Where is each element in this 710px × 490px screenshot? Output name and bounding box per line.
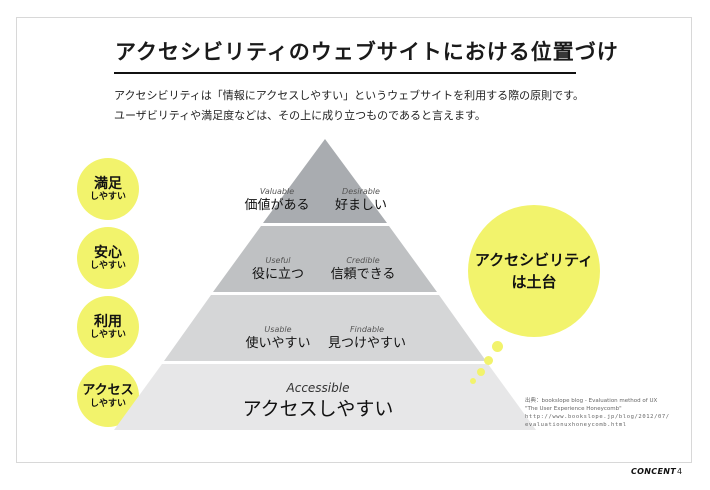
label-valuable: Valuable 価値がある	[244, 187, 310, 213]
lead-text-line-2: ユーザビリティや満足度などは、その上に成り立つものであると言えます。	[114, 109, 486, 122]
brand-logo: CONCENT	[631, 467, 676, 476]
side-circle-usage: 利用 しやすい	[77, 296, 139, 358]
side-circle-security: 安心 しやすい	[77, 227, 139, 289]
page-number: 4	[677, 467, 683, 476]
source-url[interactable]: http://www.bookslope.jp/blog/2012/07/	[525, 414, 670, 420]
label-accessible: Accessible アクセスしやすい	[242, 381, 394, 420]
side-circle-label: 安心	[94, 244, 122, 261]
side-circle-sublabel: しやすい	[90, 191, 126, 202]
pyramid-tier-base	[114, 364, 536, 430]
title-underline	[114, 72, 576, 74]
side-circle-sublabel: しやすい	[90, 398, 126, 409]
side-circle-label: アクセス	[82, 382, 134, 398]
foundation-circle-line-2: は土台	[511, 273, 557, 291]
page-title: アクセシビリティのウェブサイトにおける位置づけ	[115, 40, 619, 64]
side-circle-satisfaction: 満足 しやすい	[77, 158, 139, 220]
side-circle-label: 満足	[94, 175, 122, 192]
label-useful: Useful 役に立つ	[251, 256, 305, 282]
label-credible: Credible 信頼できる	[330, 256, 396, 282]
label-desirable: Desirable 好ましい	[334, 187, 388, 213]
bubble-dot	[470, 378, 476, 384]
pyramid-tier-second	[213, 226, 437, 292]
side-circle-sublabel: しやすい	[90, 329, 126, 340]
pyramid-tier-top	[263, 139, 387, 223]
bubble-dot	[477, 368, 485, 376]
source-url-continued[interactable]: evaluationuxhoneycomb.html	[525, 422, 627, 428]
side-circle-sublabel: しやすい	[90, 260, 126, 271]
label-findable: Findable 見つけやすい	[327, 325, 407, 351]
foundation-circle: アクセシビリティ は土台	[468, 205, 600, 337]
lead-text-line-1: アクセシビリティは「情報にアクセスしやすい」というウェブサイトを利用する際の原則…	[114, 89, 585, 102]
bubble-dot	[484, 356, 493, 365]
bubble-dot	[492, 341, 503, 352]
label-usable: Usable 使いやすい	[245, 325, 311, 351]
foundation-circle-line-1: アクセシビリティ	[474, 251, 594, 269]
pyramid-tier-third	[164, 295, 486, 361]
source-citation: 出典：bookslope blog - Evaluation method of…	[525, 398, 670, 428]
side-circle-label: 利用	[94, 313, 122, 330]
